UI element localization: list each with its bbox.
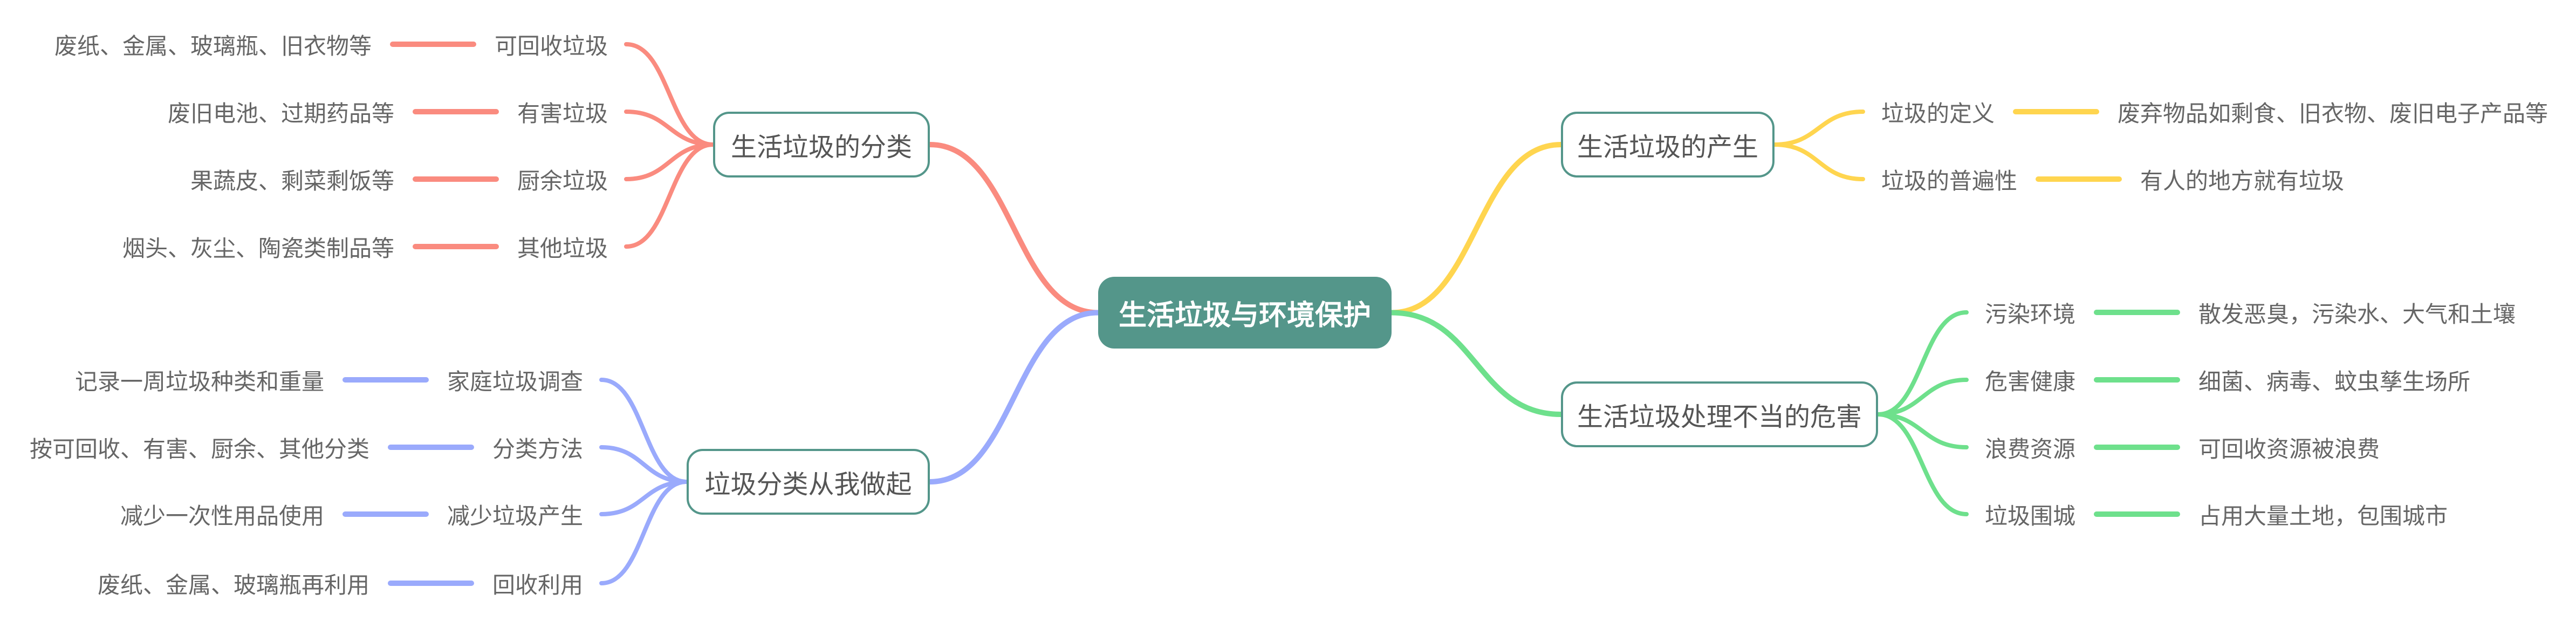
connector-line — [342, 511, 429, 517]
subtopic-row: 危害健康 细菌、病毒、蚊虫孳生场所 — [1985, 363, 2470, 397]
leaf-connector — [1772, 110, 1865, 147]
topic-garbage-classification[interactable]: 生活垃圾的分类 — [713, 112, 930, 178]
subtopic-desc[interactable]: 散发恶臭，污染水、大气和土壤 — [2198, 301, 2516, 327]
subtopic-desc[interactable]: 记录一周垃圾种类和重量 — [74, 368, 324, 395]
subtopic-label[interactable]: 垃圾围城 — [1985, 502, 2076, 529]
branch-connector — [1389, 310, 1564, 417]
leaf-connector — [1772, 142, 1865, 181]
subtopic-desc[interactable]: 占用大量土地，包围城市 — [2198, 502, 2448, 529]
subtopic-row: 记录一周垃圾种类和重量 家庭垃圾调查 — [75, 363, 583, 397]
subtopic-row: 按可回收、有害、厨余、其他分类 分类方法 — [30, 430, 583, 465]
subtopic-label[interactable]: 可回收垃圾 — [494, 32, 608, 59]
leaf-connector — [624, 142, 715, 181]
subtopic-row: 垃圾的定义 废弃物品如剩食、旧衣物、废旧电子产品等 — [1881, 94, 2548, 129]
subtopic-desc[interactable]: 废旧电池、过期药品等 — [167, 100, 394, 127]
subtopic-row: 浪费资源 可回收资源被浪费 — [1985, 430, 2380, 465]
connector-line — [412, 109, 499, 114]
subtopic-desc[interactable]: 细菌、病毒、蚊虫孳生场所 — [2198, 368, 2471, 395]
connector-line — [2036, 176, 2122, 182]
subtopic-desc[interactable]: 可回收资源被浪费 — [2198, 435, 2380, 462]
subtopic-label[interactable]: 家庭垃圾调查 — [447, 368, 583, 395]
subtopic-label[interactable]: 垃圾的定义 — [1881, 100, 1995, 127]
subtopic-desc[interactable]: 有人的地方就有垃圾 — [2140, 167, 2345, 194]
subtopic-desc[interactable]: 烟头、灰尘、陶瓷类制品等 — [122, 235, 394, 262]
subtopic-desc[interactable]: 废纸、金属、玻璃瓶再利用 — [97, 571, 369, 598]
connector-line — [342, 377, 429, 383]
subtopic-desc[interactable]: 废弃物品如剩食、旧衣物、废旧电子产品等 — [2118, 100, 2548, 127]
branch-connector — [927, 142, 1101, 316]
leaf-connector — [599, 480, 689, 585]
subtopic-label[interactable]: 其他垃圾 — [517, 235, 608, 262]
leaf-connector — [599, 378, 689, 484]
subtopic-label[interactable]: 污染环境 — [1985, 301, 2076, 327]
topic-improper-disposal-hazards[interactable]: 生活垃圾处理不当的危害 — [1561, 381, 1878, 447]
leaf-connector — [599, 480, 689, 516]
subtopic-label[interactable]: 垃圾的普遍性 — [1881, 167, 2018, 194]
subtopic-row: 果蔬皮、剩菜剩饭等 厨余垃圾 — [190, 162, 608, 196]
subtopic-row: 废旧电池、过期药品等 有害垃圾 — [168, 94, 608, 129]
connector-line — [2094, 377, 2181, 383]
leaf-connector — [1876, 412, 1969, 516]
subtopic-desc[interactable]: 废纸、金属、玻璃瓶、旧衣物等 — [54, 32, 372, 59]
connector-line — [2094, 445, 2181, 450]
subtopic-desc[interactable]: 减少一次性用品使用 — [120, 502, 324, 529]
subtopic-row: 垃圾的普遍性 有人的地方就有垃圾 — [1881, 162, 2344, 196]
subtopic-label[interactable]: 危害健康 — [1985, 368, 2076, 395]
subtopic-row: 减少一次性用品使用 减少垃圾产生 — [120, 497, 583, 531]
subtopic-row: 烟头、灰尘、陶瓷类制品等 其他垃圾 — [122, 229, 608, 264]
subtopic-label[interactable]: 浪费资源 — [1985, 435, 2076, 462]
connector-line — [2013, 109, 2100, 114]
connector-line — [387, 581, 474, 586]
leaf-connector — [624, 42, 715, 147]
leaf-connector — [1876, 310, 1969, 417]
subtopic-row: 垃圾围城 占用大量土地，包围城市 — [1985, 497, 2448, 531]
branch-connector — [927, 310, 1101, 484]
leaf-connector — [599, 445, 689, 484]
subtopic-desc[interactable]: 按可回收、有害、厨余、其他分类 — [29, 435, 369, 462]
leaf-connector — [1876, 378, 1969, 417]
subtopic-row: 废纸、金属、玻璃瓶再利用 回收利用 — [98, 566, 583, 600]
subtopic-row: 污染环境 散发恶臭，污染水、大气和土壤 — [1985, 295, 2516, 330]
connector-line — [387, 445, 474, 450]
connector-line — [2094, 511, 2181, 517]
topic-garbage-generation[interactable]: 生活垃圾的产生 — [1561, 112, 1775, 178]
connector-line — [2094, 310, 2181, 315]
leaf-connector — [1876, 412, 1969, 449]
central-topic[interactable]: 生活垃圾与环境保护 — [1098, 277, 1392, 349]
connector-line — [412, 244, 499, 249]
subtopic-label[interactable]: 分类方法 — [492, 435, 583, 462]
branch-connector — [1389, 142, 1564, 316]
subtopic-desc[interactable]: 果蔬皮、剩菜剩饭等 — [190, 167, 394, 194]
leaf-connector — [624, 110, 715, 147]
connector-line — [389, 42, 476, 47]
subtopic-row: 废纸、金属、玻璃瓶、旧衣物等 可回收垃圾 — [54, 27, 608, 62]
subtopic-label[interactable]: 回收利用 — [492, 571, 583, 598]
subtopic-label[interactable]: 减少垃圾产生 — [447, 502, 583, 529]
subtopic-label[interactable]: 有害垃圾 — [517, 100, 608, 127]
topic-start-with-me[interactable]: 垃圾分类从我做起 — [687, 449, 930, 515]
connector-line — [412, 176, 499, 182]
leaf-connector — [624, 142, 715, 249]
subtopic-label[interactable]: 厨余垃圾 — [517, 167, 608, 194]
